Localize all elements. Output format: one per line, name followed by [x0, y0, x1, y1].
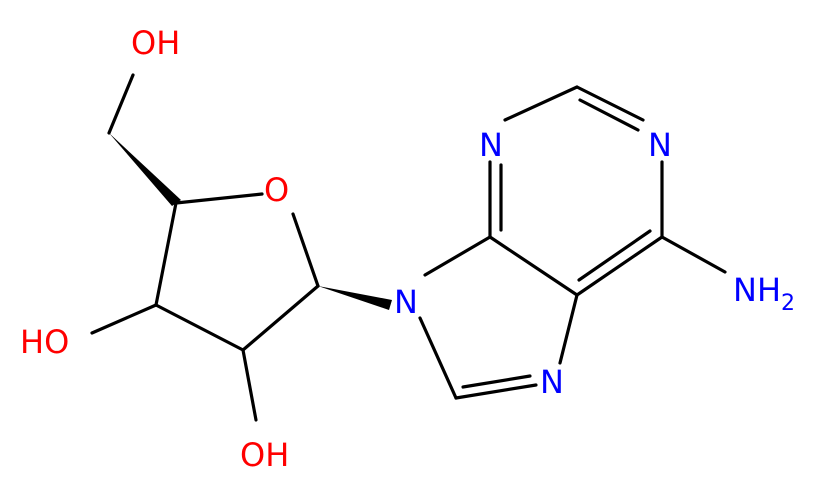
- bond-c2-n1: [575, 85, 645, 122]
- ring-oxygen-label: O: [264, 171, 289, 209]
- nitrogen-label-n3: N: [479, 126, 503, 164]
- bond-c1-c2: [241, 284, 320, 352]
- amine-label-subscript: 2: [781, 291, 795, 316]
- bond-n9-c8: [418, 316, 458, 400]
- bond-n9-c4: [423, 235, 492, 277]
- amine-label-main: NH: [733, 271, 781, 309]
- bond-c8-n7-inner: [461, 374, 532, 389]
- bond-c3-ho: [90, 303, 158, 335]
- nitrogen-label-n1: N: [648, 126, 672, 164]
- nitrogen-label-n9: N: [394, 283, 418, 321]
- hydroxyl-label-bottom: OH: [240, 436, 289, 474]
- bond-c8-n7: [454, 383, 538, 400]
- amine-label: NH2: [733, 271, 795, 316]
- bond-n3-c2: [503, 85, 579, 122]
- bond-c2-c3: [154, 303, 245, 352]
- bond-c4-o: [174, 192, 264, 205]
- bond-c6-c5: [575, 235, 664, 297]
- bond-c3-c4: [154, 201, 178, 307]
- bond-c2-n1-inner: [578, 98, 640, 132]
- bond-c4-c5: [488, 235, 579, 297]
- hydroxyl-label-left: HO: [20, 323, 69, 361]
- bond-c5-oh: [107, 73, 135, 135]
- wedge-bond-c4-c5: [109, 133, 181, 206]
- bond-o-c1: [291, 212, 320, 288]
- bond-c2-oh: [241, 348, 258, 422]
- hydroxyl-label-top: OH: [131, 24, 180, 62]
- bond-c6-c5-inner: [577, 229, 652, 282]
- bond-c6-nh2: [660, 235, 727, 274]
- nitrogen-label-n7: N: [540, 363, 564, 401]
- bond-n7-c5: [558, 293, 579, 365]
- wedge-bond-c1-n9: [318, 286, 392, 310]
